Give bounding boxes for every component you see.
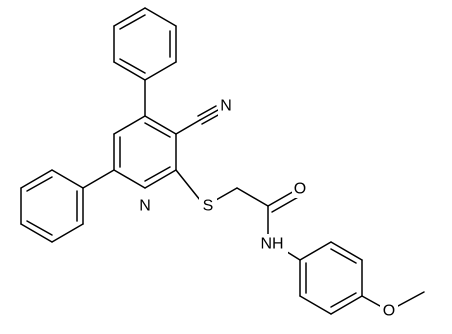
left-phenyl-ring bbox=[20, 169, 84, 243]
svg-text:N: N bbox=[220, 98, 232, 115]
methoxy-group bbox=[361, 291, 425, 307]
thioacetamide-chain bbox=[175, 169, 301, 261]
svg-text:O: O bbox=[294, 181, 306, 198]
svg-text:N: N bbox=[139, 198, 151, 215]
top-phenyl-ring bbox=[113, 7, 177, 81]
atom-label-cyano-n: N bbox=[218, 96, 236, 116]
cyano-group bbox=[175, 105, 221, 135]
svg-text:S: S bbox=[203, 198, 214, 215]
atom-label-ether-o: O bbox=[380, 301, 398, 321]
atom-label-sulfur: S bbox=[199, 197, 217, 215]
svg-text:O: O bbox=[383, 303, 395, 320]
atom-label-amide-nh: NH bbox=[256, 234, 288, 254]
bond-c6-phenyl bbox=[82, 169, 115, 189]
atom-label-carbonyl-o: O bbox=[292, 180, 310, 198]
atom-label-pyridine-n: N bbox=[136, 197, 154, 215]
methoxyphenyl-ring bbox=[299, 241, 363, 315]
pyridine-ring bbox=[113, 115, 177, 189]
svg-text:NH: NH bbox=[260, 236, 283, 253]
